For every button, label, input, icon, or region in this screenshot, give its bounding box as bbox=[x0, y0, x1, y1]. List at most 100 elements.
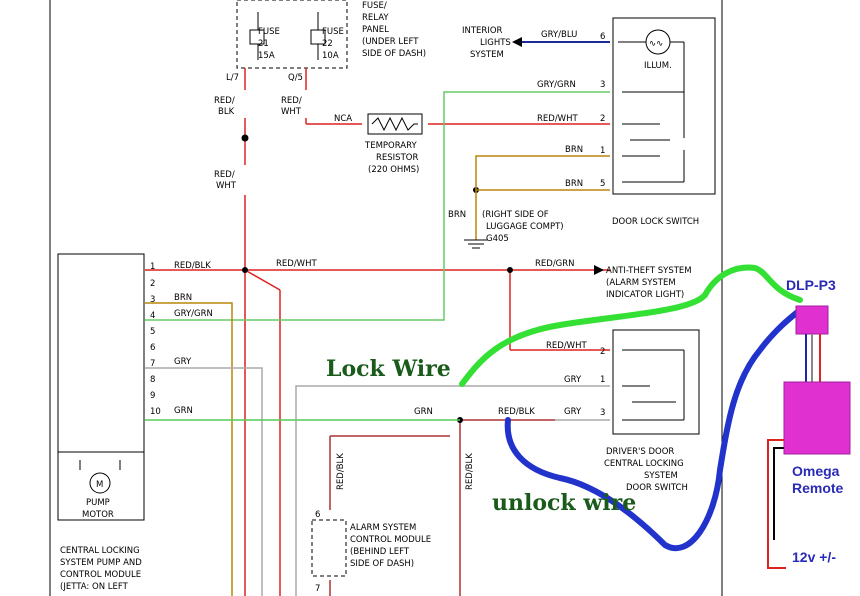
wire-label-brn-pin3: BRN bbox=[174, 293, 192, 303]
wire-label-red-blk-pin1: RED/BLK bbox=[174, 261, 211, 271]
lock-wire-label: Lock Wire bbox=[326, 356, 451, 382]
interior-lights-2: LIGHTS bbox=[480, 38, 511, 48]
alarm-label-2: CONTROL MODULE bbox=[350, 535, 431, 545]
arrow-icon bbox=[512, 37, 522, 47]
svg-text:9: 9 bbox=[150, 391, 155, 401]
svg-text:1: 1 bbox=[150, 262, 155, 272]
illum-label: ILLUM. bbox=[644, 61, 672, 71]
wire-label-gry-grn-1: GRY/GRN bbox=[537, 80, 576, 90]
gry-wire-door bbox=[295, 385, 610, 596]
wire-label-nca: NCA bbox=[334, 114, 352, 124]
module-caption-2: SYSTEM PUMP AND bbox=[60, 558, 142, 568]
alarm-pin-7: 7 bbox=[315, 584, 320, 594]
door-pin-1: 1 bbox=[600, 375, 605, 385]
svg-text:4: 4 bbox=[150, 311, 155, 321]
wire-label-red-blk-1b: BLK bbox=[218, 107, 235, 117]
wire-label-brn-1: BRN bbox=[565, 145, 583, 155]
pin-5: 5 bbox=[600, 179, 605, 189]
resistor-label-1: TEMPORARY bbox=[364, 141, 417, 151]
panel-label-4: (UNDER LEFT bbox=[362, 37, 419, 47]
terminal-q5: Q/5 bbox=[288, 73, 303, 83]
resistor-label-3: (220 OHMS) bbox=[368, 165, 419, 175]
ground-label-3: G405 bbox=[486, 234, 509, 244]
wire-label-red-wht-1b: WHT bbox=[281, 107, 302, 117]
drivers-switch-label-3: SYSTEM bbox=[644, 471, 678, 481]
svg-text:8: 8 bbox=[150, 375, 155, 385]
module-caption-3: CONTROL MODULE bbox=[60, 570, 141, 580]
fuse-panel: FUSE 21 15A FUSE 22 10A FUSE/ RELAY PANE… bbox=[226, 0, 426, 83]
drivers-switch-label-4: DOOR SWITCH bbox=[626, 483, 688, 493]
motor-symbol: M bbox=[96, 480, 103, 490]
pin-6: 6 bbox=[600, 32, 605, 42]
wire-label-gry-door3: GRY bbox=[564, 407, 582, 417]
omega-label-2: Remote bbox=[792, 480, 844, 496]
power-wire-black bbox=[773, 447, 784, 540]
panel-label-2: RELAY bbox=[362, 13, 389, 23]
ground-label-1: (RIGHT SIDE OF bbox=[482, 210, 549, 220]
module-caption-4: (JETTA: ON LEFT bbox=[60, 582, 129, 592]
anti-theft-3: INDICATOR LIGHT) bbox=[606, 290, 684, 300]
fuse-21-title: FUSE bbox=[258, 27, 280, 37]
door-lock-switch: ∿∿ ILLUM. DOOR LOCK SWITCH 6 3 2 1 5 bbox=[600, 17, 716, 227]
drivers-switch-label-2: CENTRAL LOCKING bbox=[604, 459, 684, 469]
wire-label-red-blk-vert1: RED/BLK bbox=[336, 453, 346, 490]
wire-label-gry-pin7: GRY bbox=[174, 357, 192, 367]
ground-label-2: LUGGAGE COMPT) bbox=[486, 222, 564, 232]
door-pin-2: 2 bbox=[600, 347, 605, 357]
svg-text:2: 2 bbox=[150, 279, 155, 289]
wire-label-gry-grn-pin4: GRY/GRN bbox=[174, 309, 213, 319]
temporary-resistor: TEMPORARY RESISTOR (220 OHMS) bbox=[364, 113, 423, 175]
alarm-control-module: 6 7 ALARM SYSTEM CONTROL MODULE (BEHIND … bbox=[311, 510, 431, 594]
wire-label-gry-blu: GRY/BLU bbox=[541, 30, 577, 40]
door-lock-switch-label: DOOR LOCK SWITCH bbox=[612, 217, 699, 227]
wire-label-red-wht-2a: RED/ bbox=[214, 170, 235, 180]
interior-lights-3: SYSTEM bbox=[470, 50, 504, 60]
fuse-21-number: 21 bbox=[258, 39, 269, 49]
arrow-icon bbox=[594, 265, 604, 275]
pin-numbers: 1 2 3 4 5 6 7 8 9 10 bbox=[150, 262, 161, 417]
wire-label-red-wht-4: RED/WHT bbox=[276, 259, 317, 269]
gry-grn-wire bbox=[145, 91, 610, 321]
panel-label-5: SIDE OF DASH) bbox=[362, 49, 426, 59]
resistor-label-2: RESISTOR bbox=[376, 153, 418, 163]
svg-text:5: 5 bbox=[150, 327, 155, 337]
pump-label-2: MOTOR bbox=[82, 510, 114, 520]
dlp-p3-label: DLP-P3 bbox=[786, 277, 836, 293]
wire-label-brn-3: BRN bbox=[448, 210, 466, 220]
unlock-wire-marker bbox=[504, 307, 803, 552]
power-wire-red bbox=[767, 439, 786, 569]
panel-label-1: FUSE/ bbox=[362, 1, 387, 11]
wire-label-grn-pin10: GRN bbox=[174, 406, 193, 416]
pin-2: 2 bbox=[600, 114, 605, 124]
drivers-switch-label-1: DRIVER'S DOOR bbox=[606, 447, 674, 457]
alarm-label-4: SIDE OF DASH) bbox=[350, 559, 414, 569]
svg-text:3: 3 bbox=[150, 295, 155, 305]
anti-theft-1: ANTI-THEFT SYSTEM bbox=[606, 266, 692, 276]
brn-wires bbox=[145, 155, 610, 596]
wire-label-red-wht-door: RED/WHT bbox=[546, 341, 587, 351]
omega-remote-box bbox=[783, 381, 851, 455]
terminal-l7: L/7 bbox=[226, 73, 239, 83]
fuse-22-title: FUSE bbox=[322, 27, 344, 37]
svg-text:6: 6 bbox=[150, 343, 155, 353]
door-pin-3: 3 bbox=[600, 408, 605, 418]
wire-label-red-blk-1a: RED/ bbox=[214, 96, 235, 106]
wire-label-red-wht-2b: WHT bbox=[216, 181, 237, 191]
drivers-door-switch: 2 1 3 DRIVER'S DOOR CENTRAL LOCKING SYST… bbox=[600, 329, 700, 493]
alarm-label-3: (BEHIND LEFT bbox=[350, 547, 410, 557]
alarm-label-1: ALARM SYSTEM bbox=[350, 523, 416, 533]
pump-label-1: PUMP bbox=[86, 498, 110, 508]
gry-wire-pin7 bbox=[145, 367, 263, 596]
splice-dot-2 bbox=[242, 267, 248, 273]
fuse-21-rating: 15A bbox=[258, 51, 275, 61]
fuse-22-rating: 10A bbox=[322, 51, 339, 61]
omega-label-1: Omega bbox=[792, 463, 840, 479]
lock-wire-marker bbox=[459, 264, 803, 387]
svg-text:7: 7 bbox=[150, 359, 155, 369]
wire-label-gry-door1: GRY bbox=[564, 375, 582, 385]
alarm-pin-6: 6 bbox=[315, 510, 320, 520]
anti-theft-2: (ALARM SYSTEM bbox=[606, 278, 676, 288]
illum-symbol: ∿∿ bbox=[649, 39, 663, 49]
